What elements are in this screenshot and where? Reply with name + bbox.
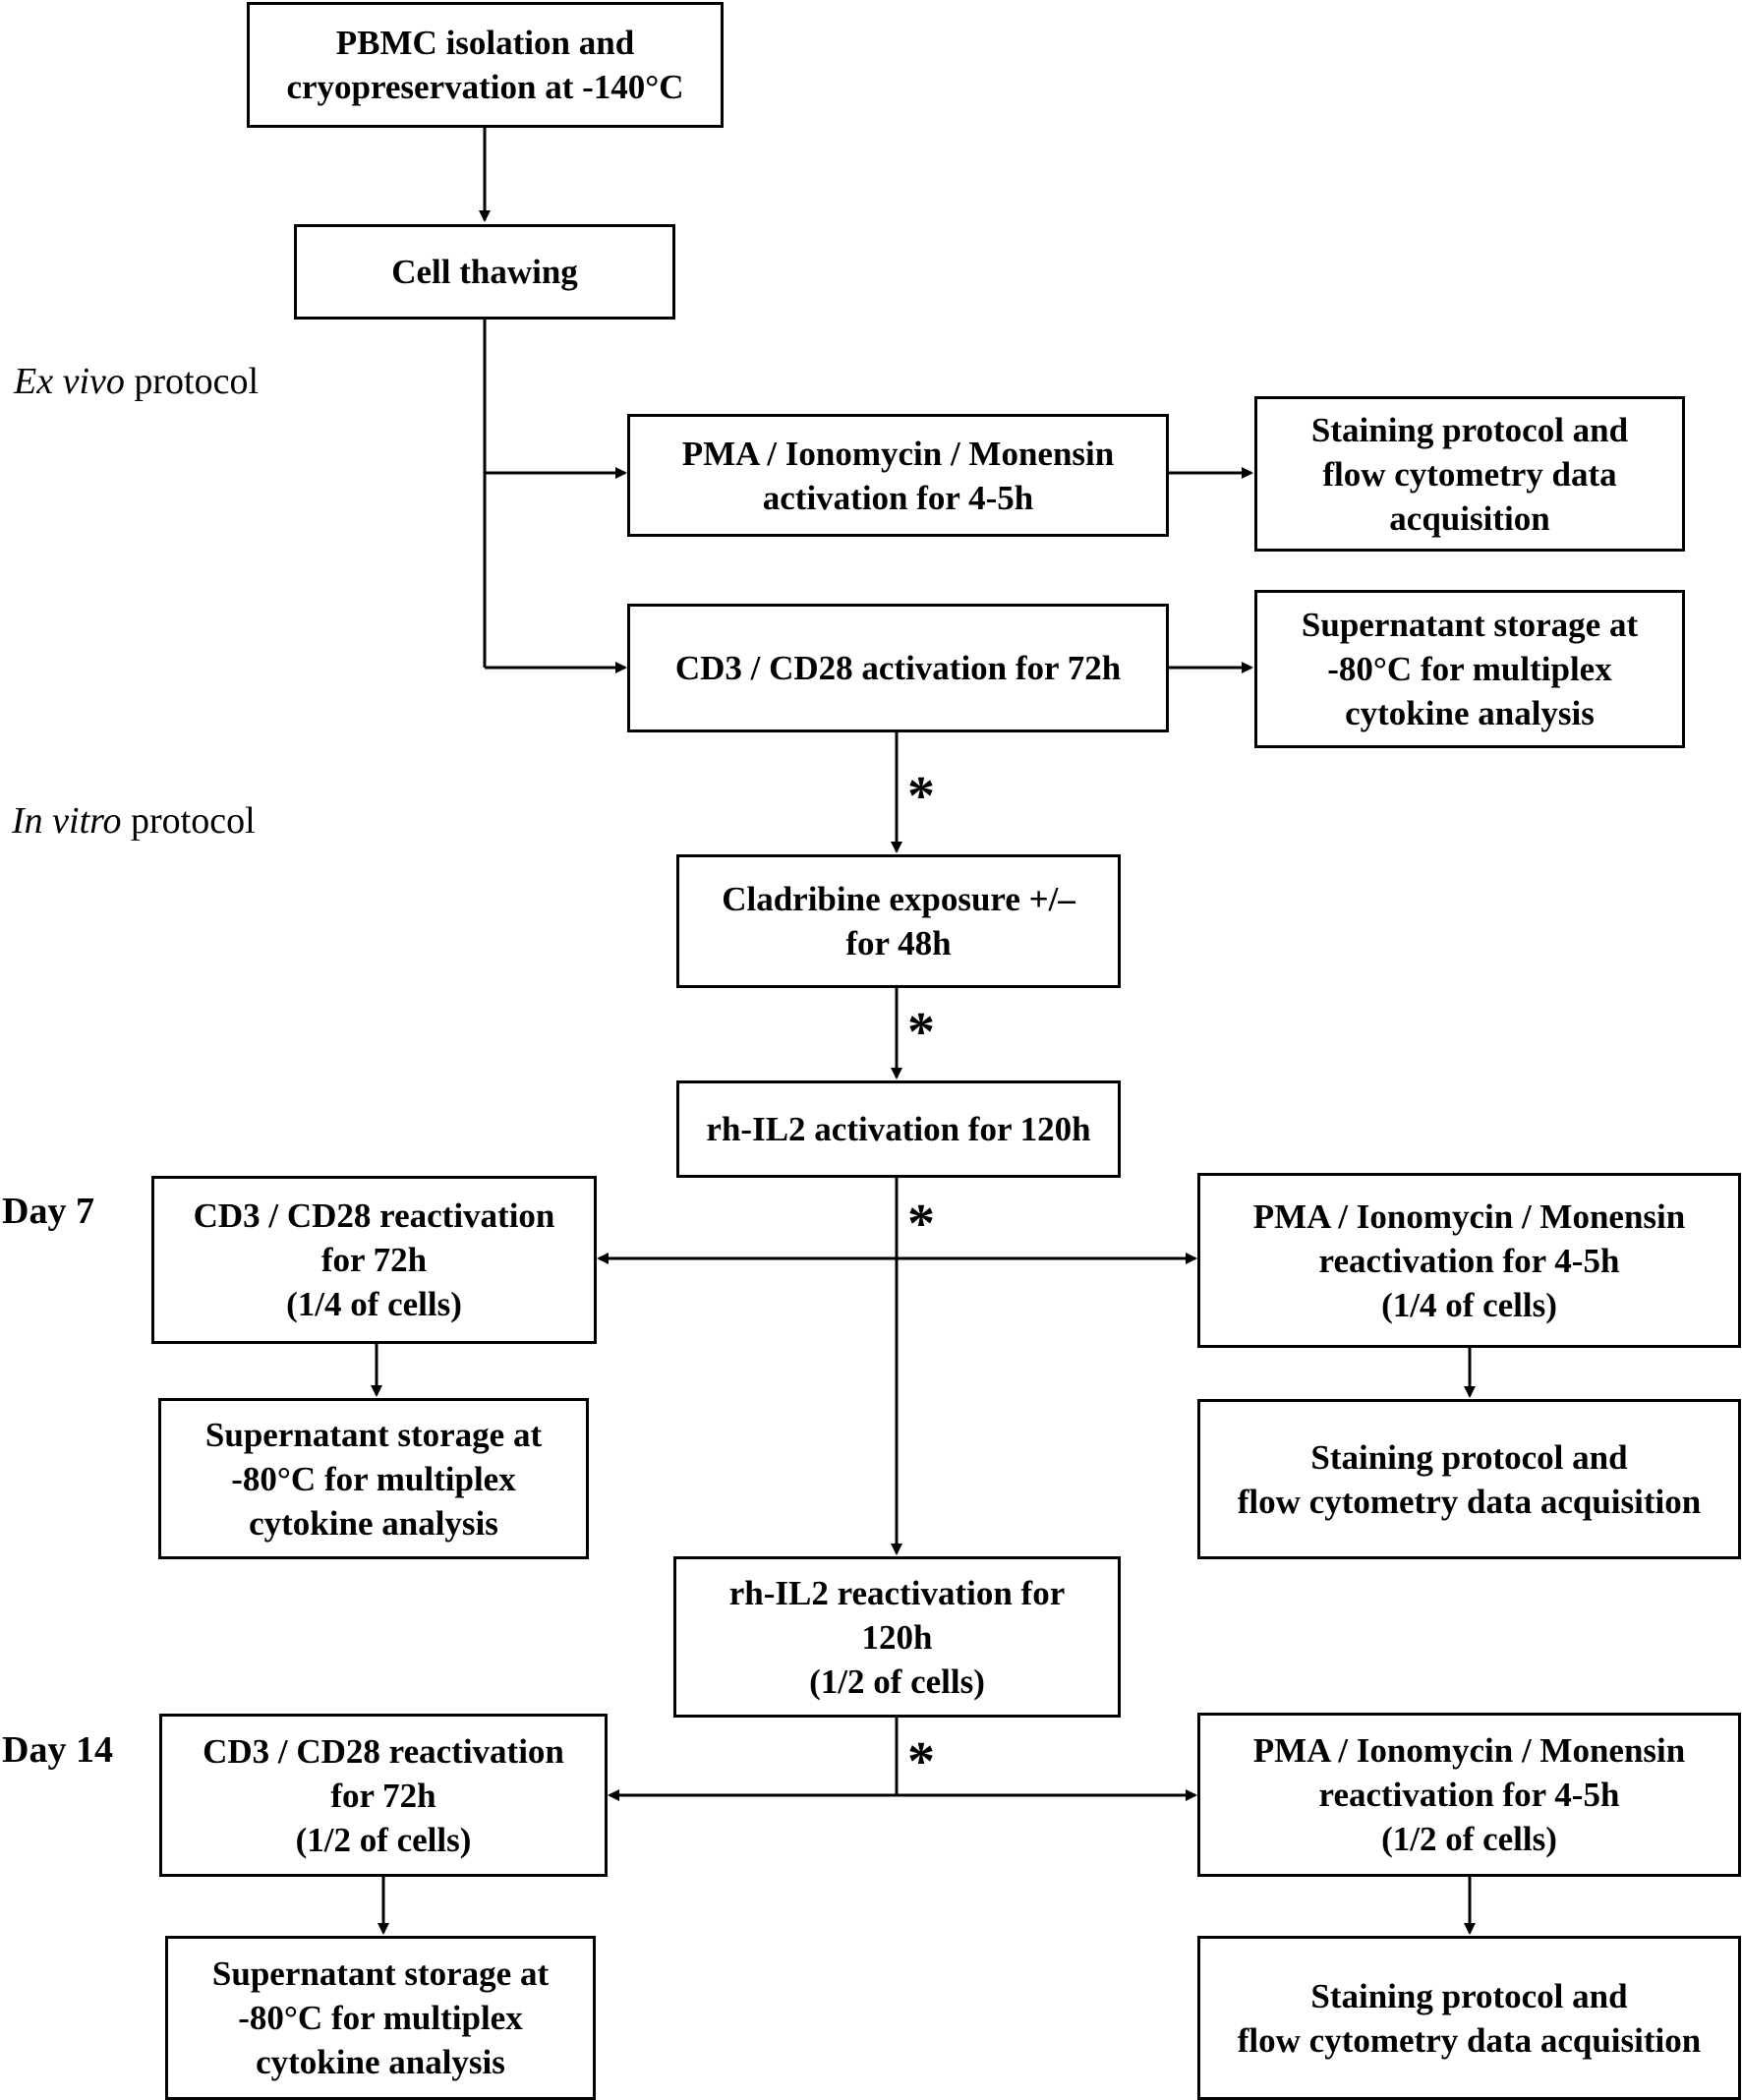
- ex-vivo-italic-text: Ex vivo: [14, 361, 125, 402]
- pbmc-isolation-text: PBMC isolation and cryopreservation at -…: [286, 24, 684, 106]
- day7-pma-reactivation-box: PMA / Ionomycin / Monensin reactivation …: [1197, 1173, 1741, 1348]
- day7-staining-box: Staining protocol and flow cytometry dat…: [1197, 1399, 1741, 1559]
- asterisk-marker: *: [907, 1194, 935, 1254]
- day7-supernatant-storage-text: Supernatant storage at -80°C for multipl…: [204, 1415, 543, 1543]
- ex-vivo-protocol-label: Ex vivo protocol: [14, 360, 259, 403]
- staining-box: Staining protocol and flow cytometry dat…: [1254, 396, 1685, 552]
- day14-cd3-reactivation-text: CD3 / CD28 reactivation for 72h (1/2 of …: [203, 1731, 564, 1859]
- day-7-label: Day 7: [2, 1191, 94, 1232]
- day14-staining-text: Staining protocol and flow cytometry dat…: [1237, 1976, 1702, 2060]
- rh-il2-activation-text: rh-IL2 activation for 120h: [706, 1110, 1091, 1148]
- cd3-cd28-activation-text: CD3 / CD28 activation for 72h: [674, 649, 1122, 687]
- cell-thawing-text: Cell thawing: [391, 253, 578, 291]
- day7-pma-reactivation-text: PMA / Ionomycin / Monensin reactivation …: [1252, 1196, 1686, 1324]
- asterisk-marker: *: [907, 1731, 935, 1792]
- cladribine-exposure-text: Cladribine exposure +/– for 48h: [722, 880, 1075, 962]
- pma-activation-text: PMA / Ionomycin / Monensin activation fo…: [681, 434, 1115, 517]
- day14-supernatant-storage-text: Supernatant storage at -80°C for multipl…: [211, 1954, 550, 2081]
- asterisk-marker: *: [907, 1002, 935, 1063]
- cladribine-exposure-box: Cladribine exposure +/– for 48h: [676, 854, 1121, 988]
- day14-cd3-reactivation-box: CD3 / CD28 reactivation for 72h (1/2 of …: [159, 1714, 608, 1877]
- supernatant-storage-text: Supernatant storage at -80°C for multipl…: [1301, 606, 1639, 732]
- day7-supernatant-storage-box: Supernatant storage at -80°C for multipl…: [158, 1398, 589, 1559]
- protocol-word: protocol: [124, 361, 260, 402]
- day14-pma-reactivation-text: PMA / Ionomycin / Monensin reactivation …: [1252, 1731, 1686, 1858]
- day-14-label: Day 14: [2, 1729, 113, 1771]
- pbmc-isolation-box: PBMC isolation and cryopreservation at -…: [247, 2, 724, 128]
- day7-staining-text: Staining protocol and flow cytometry dat…: [1237, 1437, 1702, 1521]
- in-vitro-italic-text: In vitro: [12, 800, 122, 842]
- cell-thawing-box: Cell thawing: [294, 224, 675, 320]
- pma-activation-box: PMA / Ionomycin / Monensin activation fo…: [627, 414, 1169, 537]
- day7-cd3-reactivation-text: CD3 / CD28 reactivation for 72h (1/4 of …: [193, 1196, 555, 1323]
- protocol-word: protocol: [121, 800, 256, 842]
- in-vitro-protocol-label: In vitro protocol: [12, 799, 256, 843]
- staining-text: Staining protocol and flow cytometry dat…: [1310, 410, 1629, 538]
- rh-il2-reactivation-box: rh-IL2 reactivation for 120h (1/2 of cel…: [673, 1556, 1121, 1718]
- asterisk-marker: *: [907, 766, 935, 827]
- day14-staining-box: Staining protocol and flow cytometry dat…: [1197, 1936, 1741, 2100]
- cd3-cd28-activation-box: CD3 / CD28 activation for 72h: [627, 604, 1169, 732]
- rh-il2-activation-box: rh-IL2 activation for 120h: [676, 1080, 1121, 1178]
- rh-il2-reactivation-text: rh-IL2 reactivation for 120h (1/2 of cel…: [728, 1573, 1066, 1701]
- day7-cd3-reactivation-box: CD3 / CD28 reactivation for 72h (1/4 of …: [151, 1176, 597, 1344]
- day14-supernatant-storage-box: Supernatant storage at -80°C for multipl…: [165, 1936, 596, 2100]
- day14-pma-reactivation-box: PMA / Ionomycin / Monensin reactivation …: [1197, 1713, 1741, 1877]
- supernatant-storage-box: Supernatant storage at -80°C for multipl…: [1254, 590, 1685, 748]
